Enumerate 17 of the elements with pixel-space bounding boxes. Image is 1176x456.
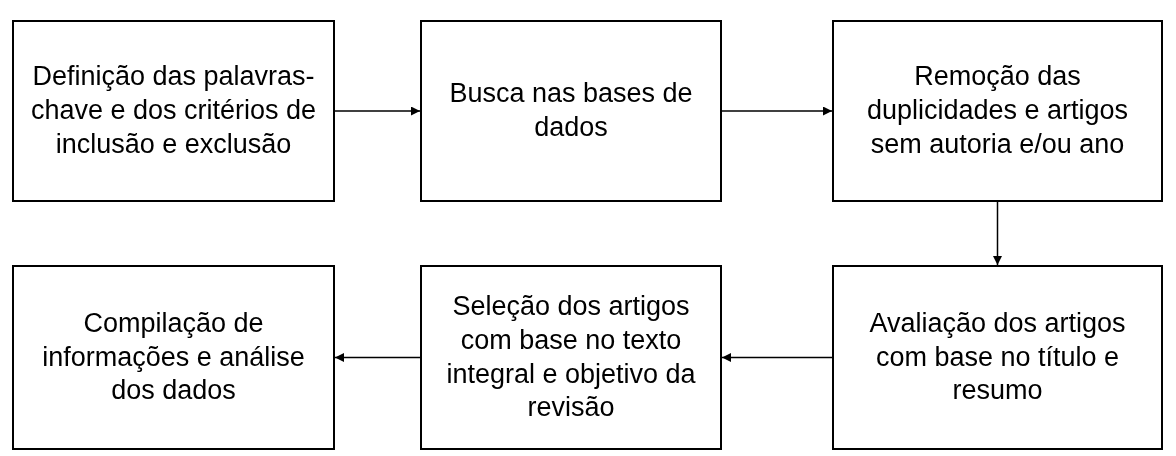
process-box	[832, 265, 1163, 450]
process-box	[420, 20, 722, 202]
process-box	[420, 265, 722, 450]
step-text: Busca nas bases de dados	[448, 77, 694, 144]
process-box	[12, 20, 335, 202]
step-text: Compilação de informações e análise dos dados	[41, 306, 306, 408]
step-text: Definição das palavras-chave e dos critérios de inclusão e exclusão	[29, 60, 318, 161]
step-text: Remoção das duplicidades e artigos sem autoria e/ou ano	[865, 60, 1130, 161]
arrow	[993, 201, 1002, 266]
step-text: Seleção dos artigos com base no texto integral e objetivo da revisão	[445, 290, 697, 425]
step-text: Avaliação dos artigos com base no título e resumo	[868, 306, 1127, 408]
process-box	[832, 20, 1163, 202]
arrow	[334, 106, 421, 116]
arrow	[721, 106, 833, 116]
arrow	[721, 353, 833, 362]
arrow	[334, 353, 421, 362]
process-box	[12, 265, 335, 450]
